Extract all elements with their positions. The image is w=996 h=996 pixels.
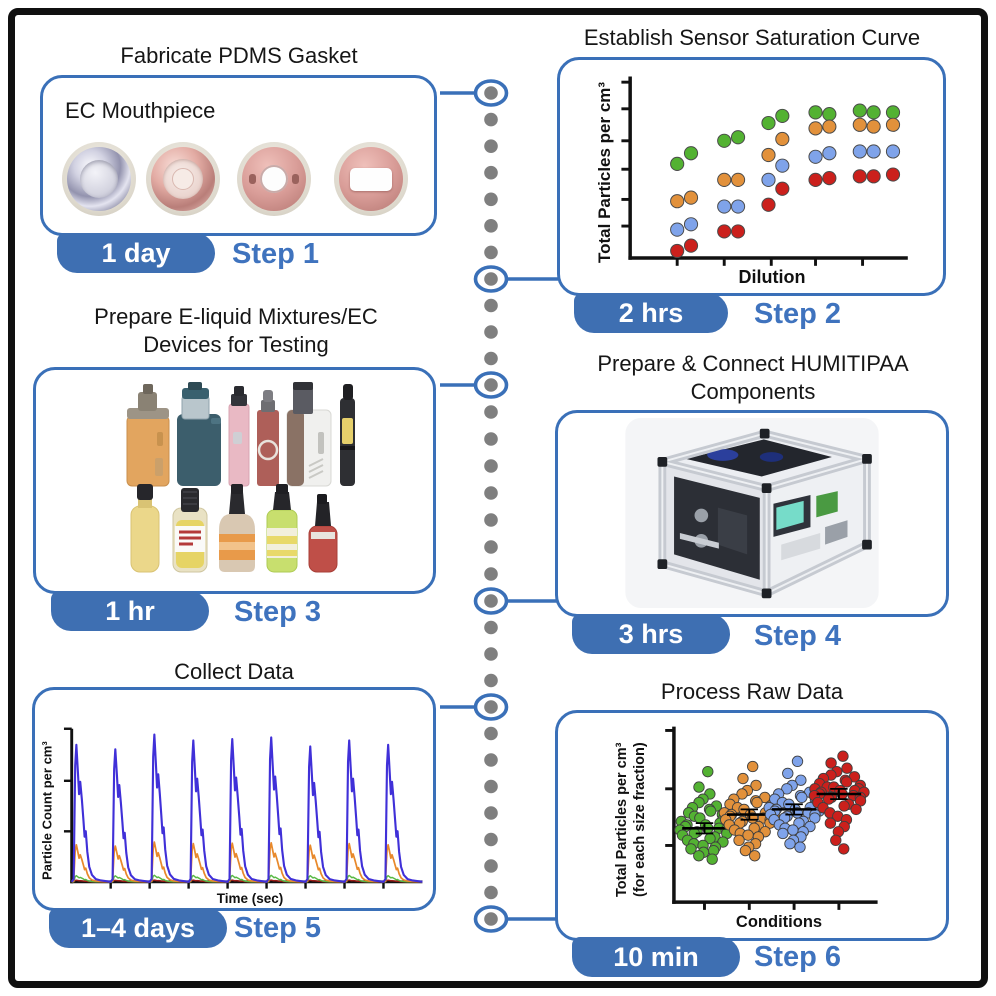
mouthpiece-center: [80, 160, 118, 198]
pen-maroon: [257, 390, 279, 486]
saturation-x-axis-label: Dilution: [738, 267, 806, 287]
step6-label: Step 6: [754, 941, 842, 973]
step2-title: Establish Sensor Saturation Curve: [583, 25, 921, 50]
ec-devices-illustration: [126, 382, 355, 573]
step6-panel: Total Particles per cm³ (for each size f…: [555, 710, 949, 941]
mouthpiece-donut-image: [237, 142, 311, 216]
mouthpiece-slot: [350, 168, 392, 191]
ec-mouthpiece-label: EC Mouthpiece: [65, 98, 216, 123]
step5-label: Step 5: [234, 912, 322, 944]
box-mod-tan: [126, 384, 170, 487]
step2-duration-badge: 2 hrs: [574, 293, 728, 333]
eliquid-bottle-green: [266, 484, 298, 573]
eliquid-bottle-red: [308, 494, 338, 573]
collect-y-axis-label: Particle Count per cm³: [39, 741, 55, 880]
step5-duration-badge: 1–4 days: [49, 908, 227, 948]
box-mod-teal: [177, 382, 221, 486]
step3-duration-badge: 1 hr: [51, 591, 209, 631]
mouthpiece-notch: [249, 174, 256, 184]
step4-label: Step 4: [754, 620, 842, 652]
step5-title: Collect Data: [174, 659, 294, 684]
process-y-axis-label-line1: Total Particles per cm³: [614, 742, 630, 897]
saturation-scatter-chart: [621, 76, 908, 266]
mouthpiece-inner-circle: [172, 168, 194, 190]
step2-label: Step 2: [754, 298, 842, 330]
collect-x-axis-label: Time (sec): [216, 891, 284, 906]
step3-panel: [33, 367, 436, 594]
step6-title: Process Raw Data: [660, 679, 844, 704]
swarm-plot-chart: [665, 726, 878, 910]
process-x-axis-label: Conditions: [735, 913, 823, 931]
eliquid-bottle-label-red-stripes: [172, 488, 208, 573]
pen-black: [340, 384, 355, 486]
step1-duration-badge: 1 day: [57, 233, 215, 273]
step3-label: Step 3: [234, 596, 322, 628]
mouthpiece-chrome-image: [62, 142, 136, 216]
box-mod-white-brown: [286, 382, 332, 487]
pen-pink: [228, 386, 250, 487]
step4-panel: [555, 410, 949, 617]
eliquid-bottle-orange-label: [219, 484, 255, 572]
mouthpiece-slot-image: [334, 142, 408, 216]
step1-title: Fabricate PDMS Gasket: [120, 43, 358, 68]
process-y-axis-label-line2: (for each size fraction): [632, 742, 648, 897]
mouthpiece-hole: [260, 165, 288, 193]
step1-label: Step 1: [232, 238, 320, 270]
step6-duration-badge: 10 min: [572, 937, 740, 977]
mouthpiece-rosegold-image: [146, 142, 220, 216]
step5-panel: Particle Count per cm³ Time (sec): [32, 687, 436, 911]
step4-title: Prepare & Connect HUMITIPAA Components: [597, 351, 909, 404]
eliquid-bottle-yellow: [130, 484, 160, 573]
mouthpiece-notch: [292, 174, 299, 184]
step3-title: Prepare E-liquid Mixtures/EC Devices for…: [94, 304, 378, 357]
saturation-y-axis-label: Total Particles per cm³: [595, 81, 614, 264]
puff-timeseries-chart: [63, 727, 423, 889]
step4-duration-badge: 3 hrs: [572, 614, 730, 654]
step1-panel: EC Mouthpiece: [40, 75, 437, 236]
step2-panel: Total Particles per cm³ Dilution: [557, 57, 946, 296]
humitipaa-instrument-image: [625, 418, 879, 608]
